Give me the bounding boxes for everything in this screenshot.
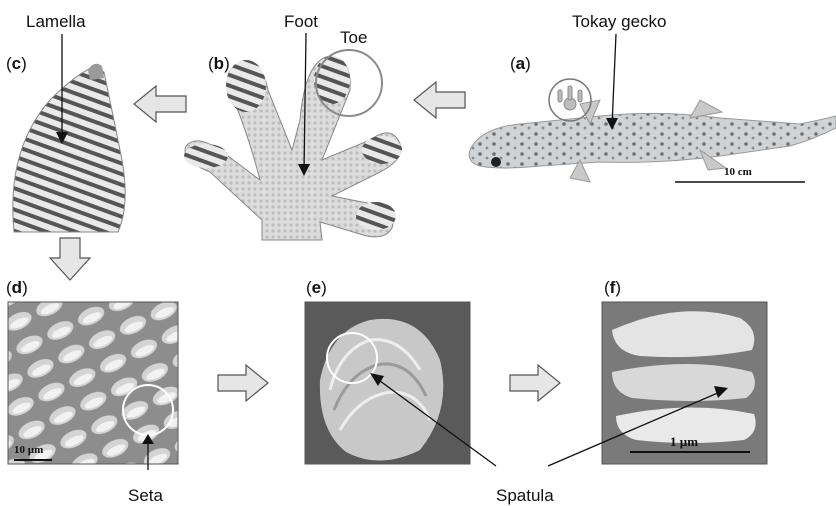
setae-scale-text: 10 µm (14, 444, 43, 456)
gecko-pointer-line (612, 34, 616, 126)
panel-letter-b: b (214, 54, 224, 73)
toe-label: Toe (340, 28, 367, 48)
small-foot-icon (558, 86, 582, 110)
setae-micrograph (8, 302, 178, 464)
foot-illustration (184, 56, 402, 240)
panel-letter-f: f (610, 278, 616, 297)
panel-letter-e: e (312, 278, 321, 297)
arrow-a-to-b (414, 82, 465, 118)
arrow-d-to-e (218, 365, 268, 401)
seta-micrograph (305, 302, 470, 464)
foot-label: Foot (284, 12, 318, 32)
spatula-scale-text: 1 µm (670, 434, 698, 450)
arrow-e-to-f (510, 365, 560, 401)
lamella-label: Lamella (26, 12, 86, 32)
panel-label-d: (d) (6, 278, 28, 298)
panel-label-a: (a) (510, 54, 531, 74)
arrow-b-to-c (134, 86, 186, 122)
panel-letter-d: d (12, 278, 22, 297)
tokay-gecko-label: Tokay gecko (572, 12, 667, 32)
panel-letter-c: c (12, 54, 21, 73)
arrow-c-to-d (50, 238, 90, 280)
gecko-illustration (469, 100, 836, 182)
spatula-label: Spatula (496, 486, 554, 506)
gecko-scale-text: 10 cm (724, 166, 752, 178)
panel-letter-a: a (516, 54, 525, 73)
panel-label-b: (b) (208, 54, 230, 74)
panel-label-f: (f) (604, 278, 621, 298)
panel-label-e: (e) (306, 278, 327, 298)
seta-label: Seta (128, 486, 163, 506)
lamella-illustration (13, 64, 125, 232)
panel-label-c: (c) (6, 54, 27, 74)
